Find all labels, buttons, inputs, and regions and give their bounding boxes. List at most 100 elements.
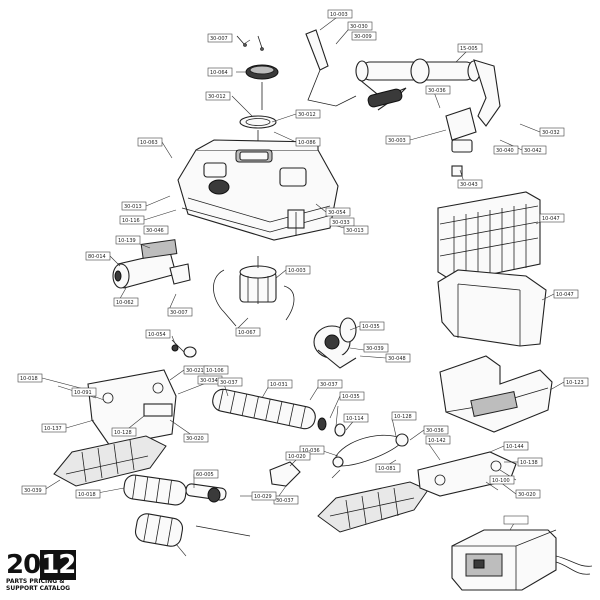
svg-text:10-106: 10-106	[206, 368, 224, 374]
svg-text:30-007: 30-007	[210, 36, 228, 42]
callout: 30-046	[143, 225, 169, 235]
callout: 10-138	[517, 457, 543, 467]
callout: 30-033	[329, 217, 355, 227]
callout: 10-020	[285, 451, 311, 461]
callout: 10-137	[41, 423, 67, 433]
svg-text:30-020: 30-020	[518, 492, 536, 498]
callout: 30-007	[207, 33, 233, 43]
svg-text:10-035: 10-035	[342, 394, 360, 400]
callout: 30-037	[273, 495, 299, 505]
callout: 10-144	[503, 441, 529, 451]
callout: 30-013	[343, 225, 369, 235]
svg-text:10-086: 10-086	[298, 140, 316, 146]
brand-tagline-line1: PARTS PRICING &	[6, 578, 65, 585]
motor-housing	[177, 139, 339, 241]
svg-text:30-003: 30-003	[388, 138, 406, 144]
svg-text:10-116: 10-116	[122, 218, 140, 224]
svg-text:30-013: 30-013	[346, 228, 364, 234]
svg-text:30-020: 30-020	[186, 436, 204, 442]
callout: 30-039	[21, 485, 47, 495]
svg-text:10-031: 10-031	[270, 382, 288, 388]
callout: 30-042	[521, 145, 547, 155]
callout: 10-128	[391, 411, 417, 421]
screw-set-top	[236, 35, 264, 51]
svg-text:10-035: 10-035	[362, 324, 380, 330]
svg-text:30-043: 30-043	[460, 182, 478, 188]
callout: 30-013	[121, 201, 147, 211]
svg-text:10-003: 10-003	[330, 12, 348, 18]
svg-text:30-036: 30-036	[428, 88, 446, 94]
callout: 60-005	[193, 469, 219, 479]
svg-text:10-067: 10-067	[238, 330, 256, 336]
spare-brush	[134, 513, 251, 547]
svg-text:30-021: 30-021	[186, 368, 204, 374]
svg-text:30-039: 30-039	[24, 488, 42, 494]
callout: 30-020	[515, 489, 541, 499]
svg-text:10-018: 10-018	[20, 376, 38, 382]
drive-motor	[213, 256, 295, 327]
callout: 10-064	[207, 67, 233, 77]
callout: 15-005	[457, 43, 483, 53]
callout: 30-048	[385, 353, 411, 363]
svg-text:30-012: 30-012	[298, 112, 316, 118]
callout: 10-054	[145, 329, 171, 339]
callout: 10-106	[203, 365, 229, 375]
callout: 10-116	[119, 215, 145, 225]
svg-text:10-029: 10-029	[254, 494, 272, 500]
svg-text:15-005: 15-005	[460, 46, 478, 52]
callout: 10-142	[425, 435, 451, 445]
callout: 30-030	[347, 21, 373, 31]
svg-text:60-005: 60-005	[196, 472, 214, 478]
svg-text:80-014: 80-014	[88, 254, 106, 260]
callout: 30-040	[493, 145, 519, 155]
left-side-plate	[87, 339, 197, 447]
right-side-plate	[417, 451, 517, 497]
svg-text:10-139: 10-139	[118, 238, 136, 244]
svg-text:10-047: 10-047	[556, 292, 574, 298]
svg-text:10-144: 10-144	[506, 444, 524, 450]
right-track	[317, 481, 429, 533]
svg-text:10-137: 10-137	[44, 426, 62, 432]
svg-text:10-081: 10-081	[378, 466, 396, 472]
callout: 30-012	[205, 91, 231, 101]
svg-text:10-047: 10-047	[542, 216, 560, 222]
brand-tagline-line2: SUPPORT CATALOG	[6, 585, 71, 592]
filter-frame	[437, 269, 547, 347]
callout: 10-035	[339, 391, 365, 401]
svg-text:30-046: 30-046	[146, 228, 164, 234]
svg-text:30-030: 30-030	[350, 24, 368, 30]
callout: 10-035	[359, 321, 385, 331]
brand-year-suffix: 12	[40, 550, 76, 580]
brand-year: 2012	[6, 550, 96, 580]
callout: 30-043	[457, 179, 483, 189]
callout: 10-123	[563, 377, 589, 387]
svg-text:30-032: 30-032	[542, 130, 560, 136]
callout: 30-039	[363, 343, 389, 353]
filter-cartridge	[437, 191, 541, 283]
svg-text:30-007: 30-007	[170, 310, 188, 316]
svg-text:30-042: 30-042	[524, 148, 542, 154]
callout: 10-062	[113, 297, 139, 307]
rear-brush-roller	[123, 474, 227, 506]
callout: 30-036	[425, 85, 451, 95]
callout: 10-018	[75, 489, 101, 499]
callout: 10-031	[267, 379, 293, 389]
svg-text:30-009: 30-009	[354, 34, 372, 40]
callout: 10-029	[251, 491, 277, 501]
front-brush-roller	[212, 388, 346, 437]
callout: 30-007	[167, 307, 193, 317]
svg-text:30-037: 30-037	[276, 498, 294, 504]
svg-text:10-018: 10-018	[78, 492, 96, 498]
impeller-housing	[313, 317, 357, 369]
svg-text:30-054: 30-054	[328, 210, 346, 216]
callout: 30-037	[317, 379, 343, 389]
svg-text:30-037: 30-037	[220, 380, 238, 386]
callout: 10-003	[327, 9, 353, 19]
svg-text:10-142: 10-142	[428, 438, 446, 444]
callout: 30-009	[351, 31, 377, 41]
svg-text:30-034: 30-034	[200, 378, 218, 384]
base-chassis	[439, 355, 553, 433]
svg-text:30-036: 30-036	[426, 428, 444, 434]
svg-text:10-003: 10-003	[288, 268, 306, 274]
catalog-brand-logo: 2012 PARTS PRICING & SUPPORT CATALOG	[6, 550, 96, 592]
